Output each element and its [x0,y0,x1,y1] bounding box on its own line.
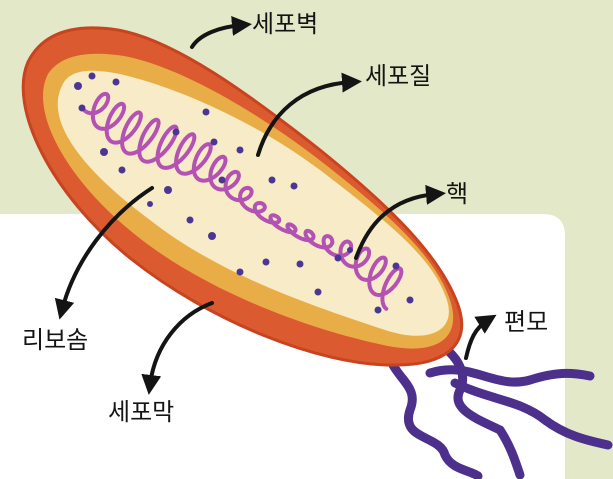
label-flagellum: 편모 [504,308,548,336]
ribosome-dot [347,247,353,253]
ribosome-dot [407,297,414,304]
ribosome-dot [187,217,194,224]
ribosome-dot [211,139,218,146]
ribosome-dot [208,232,216,240]
label-cell-membrane: 세포막 [108,398,174,426]
label-cell-wall: 세포벽 [252,10,318,38]
ribosome-dot [147,201,153,207]
label-nucleus: 핵 [446,180,468,208]
ribosome-dot [164,186,172,194]
label-cytoplasm: 세포질 [365,62,431,90]
ribosome-dot [79,105,86,112]
ribosome-dot [119,167,126,174]
ribosome-dot [113,79,120,86]
ribosome-dot [173,129,180,136]
ribosome-dot [291,183,298,190]
ribosome-dot [100,148,108,156]
label-ribosome: 리보솜 [22,326,88,354]
ribosome-dot [393,263,400,270]
ribosome-dot [297,261,304,268]
ribosome-dot [263,259,270,266]
ribosome-dot [219,177,226,184]
ribosome-dot [74,82,82,90]
ribosome-dot [335,255,342,262]
ribosome-dot [237,269,244,276]
ribosome-dot [203,109,210,116]
ribosome-dot [89,73,96,80]
ribosome-dot [269,177,276,184]
ribosome-dot [315,289,322,296]
ribosome-dot [237,147,244,154]
ribosome-dot [375,307,382,314]
